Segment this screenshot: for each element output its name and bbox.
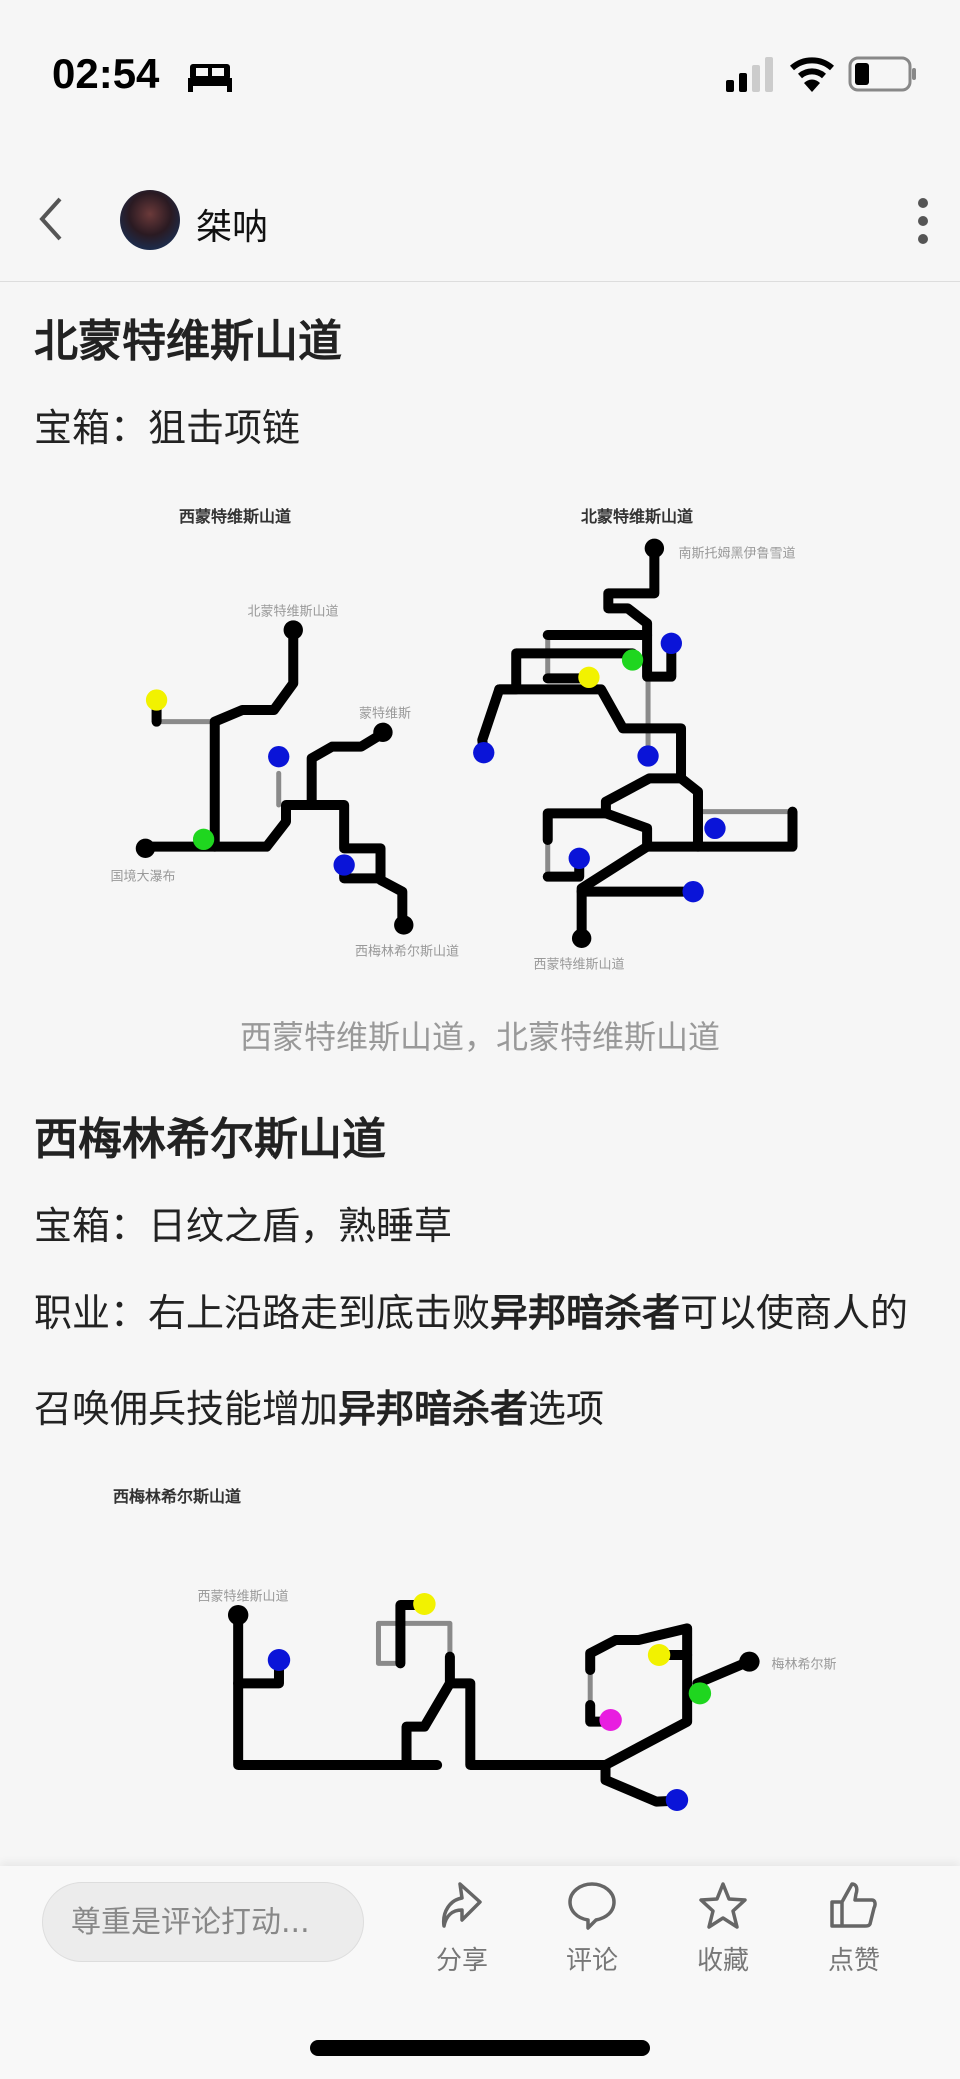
- job-text-part: 选项: [528, 1387, 605, 1431]
- endpoint-marker: [571, 928, 592, 948]
- endpoint-marker: [739, 1651, 760, 1672]
- job-text: 职业：右上沿路走到底击败异邦暗杀者可以使商人的召唤佣兵技能增加异邦暗杀者选项: [34, 1265, 934, 1457]
- section-title: 西梅林希尔斯山道: [34, 1114, 386, 1165]
- map-label: 西蒙特维斯山道: [533, 957, 625, 973]
- endpoint-marker: [283, 620, 303, 640]
- map-label: 梅林希尔斯: [771, 1657, 837, 1673]
- job-text-part: 可以使商人的召唤佣兵技能增加: [34, 1291, 909, 1431]
- blue-marker: [268, 746, 290, 768]
- path: [378, 1623, 400, 1663]
- sleep-mode-icon: [188, 64, 232, 92]
- blue-marker: [660, 632, 682, 654]
- endpoint-marker: [227, 1605, 249, 1625]
- job-text-part: 职业：右上沿路走到底击败: [34, 1291, 491, 1335]
- favorite-button[interactable]: 收藏: [673, 1880, 773, 1977]
- blue-marker: [637, 745, 659, 767]
- endpoint-marker: [135, 838, 156, 858]
- favorite-label: 收藏: [696, 1946, 749, 1976]
- blue-marker: [665, 1789, 689, 1811]
- path: [215, 805, 381, 878]
- map-title: 北蒙特维斯山道: [580, 507, 694, 526]
- path: [499, 689, 681, 840]
- highlight-enemy: 异邦暗杀者: [490, 1291, 681, 1335]
- back-button[interactable]: [36, 195, 66, 243]
- share-label: 分享: [435, 1946, 488, 1976]
- path: [238, 1615, 437, 1765]
- status-icons: [726, 56, 918, 92]
- comment-label: 评论: [565, 1946, 618, 1976]
- map-label: 蒙特维斯: [358, 706, 412, 722]
- status-time: 02:54: [52, 50, 160, 97]
- path: [381, 880, 403, 925]
- image-caption: 西蒙特维斯山道，北蒙特维斯山道: [239, 1018, 720, 1056]
- path: [608, 548, 671, 676]
- path: [312, 733, 383, 805]
- header-divider: [0, 281, 960, 282]
- star-icon: [699, 1882, 747, 1929]
- share-icon: [441, 1882, 482, 1928]
- like-label: 点赞: [827, 1946, 880, 1976]
- wifi-icon: [790, 57, 834, 92]
- green-marker: [621, 649, 644, 671]
- map-image-merlinhills[interactable]: [80, 1460, 880, 1820]
- map-label: 西梅林希尔斯山道: [354, 944, 460, 960]
- map-title: 西梅林希尔斯山道: [112, 1487, 242, 1506]
- blue-marker: [704, 817, 726, 839]
- thumbs-up-icon: [830, 1882, 877, 1928]
- map-label: 南斯托姆黑伊鲁雪道: [678, 546, 796, 562]
- chest-marker-yellow: [413, 1593, 436, 1615]
- path: [145, 630, 293, 847]
- endpoint-marker: [373, 722, 393, 742]
- endpoint-marker: [644, 538, 665, 558]
- highlight-enemy: 异邦暗杀者: [338, 1387, 529, 1431]
- comment-icon: [568, 1882, 616, 1930]
- home-indicator[interactable]: [310, 2040, 650, 2056]
- map-label: 国境大瀑布: [110, 869, 176, 885]
- chest-marker-yellow: [145, 689, 168, 711]
- blue-marker: [473, 742, 495, 764]
- green-marker: [688, 1682, 712, 1705]
- chest-text: 宝箱：日纹之盾，熟睡草: [34, 1204, 453, 1248]
- map-label: 西蒙特维斯山道: [197, 1589, 289, 1605]
- map-title: 西蒙特维斯山道: [178, 507, 292, 526]
- magenta-marker: [599, 1709, 622, 1731]
- path: [606, 1765, 677, 1802]
- path: [400, 1605, 416, 1663]
- path: [450, 1628, 687, 1765]
- share-button[interactable]: 分享: [412, 1880, 512, 1977]
- battery-icon: [848, 56, 916, 92]
- section-title: 北蒙特维斯山道: [34, 316, 342, 367]
- author-name[interactable]: 桀呐: [196, 207, 269, 248]
- green-marker: [192, 828, 215, 850]
- blue-marker: [682, 881, 704, 903]
- path: [407, 1657, 450, 1765]
- more-options-button[interactable]: [916, 198, 930, 244]
- endpoint-marker: [394, 915, 414, 935]
- map-label: 北蒙特维斯山道: [247, 604, 339, 620]
- blue-marker: [267, 1649, 291, 1671]
- path: [697, 1662, 748, 1684]
- chest-marker-yellow: [578, 666, 600, 688]
- blue-marker: [333, 854, 355, 876]
- signal-icon: [726, 57, 773, 92]
- chest-text: 宝箱：狙击项链: [34, 406, 301, 450]
- blue-marker: [568, 847, 590, 869]
- path: [606, 813, 698, 846]
- comment-input[interactable]: 尊重是评论打动...: [42, 1882, 364, 1962]
- chest-marker-yellow: [647, 1644, 671, 1666]
- map-image-montvis[interactable]: [80, 480, 840, 980]
- author-avatar[interactable]: [120, 190, 180, 250]
- like-button[interactable]: 点赞: [804, 1880, 904, 1977]
- path: [400, 1623, 449, 1656]
- comment-button[interactable]: 评论: [542, 1880, 642, 1977]
